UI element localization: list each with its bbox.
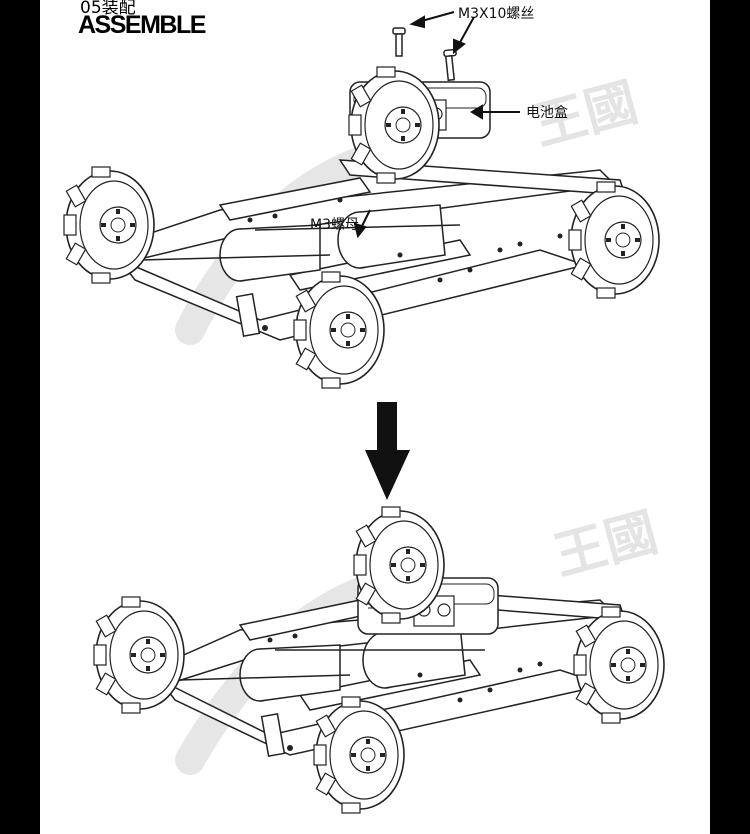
callout-arrows	[353, 11, 520, 239]
down-arrow	[365, 402, 410, 500]
wheel-rear-left-after	[93, 596, 185, 714]
wheel-front-left-before	[293, 271, 385, 389]
callout-m3-nut: M3螺母	[310, 217, 359, 233]
instruction-page: 05装配 ASSEMBLE	[40, 0, 710, 834]
wheel-rear-left-before	[63, 166, 155, 284]
step-number: 05装配	[80, 0, 136, 18]
callout-battery-box: 电池盒	[526, 105, 568, 121]
assembly-diagram: 王國 王國	[63, 11, 665, 814]
callout-m3x10-screw: M3X10螺丝	[458, 6, 535, 22]
wheel-front-right-before	[568, 181, 660, 299]
watermark-text-lower: 王國	[548, 502, 664, 588]
frame-holes-before	[247, 197, 563, 331]
wheel-front-right-after	[573, 606, 665, 724]
assemble-heading: ASSEMBLE	[78, 11, 206, 39]
